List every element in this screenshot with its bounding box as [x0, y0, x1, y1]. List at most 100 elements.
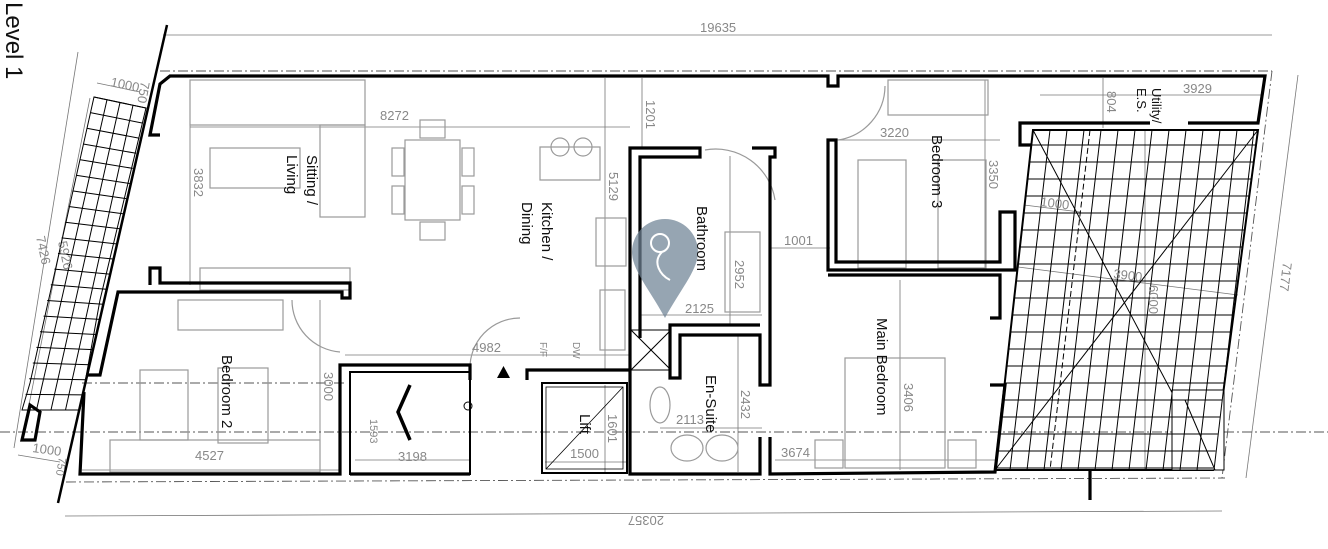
coffee-table: [209, 147, 301, 189]
chair: [461, 185, 475, 215]
dim-ensuite-height: 2432: [738, 390, 753, 419]
dim-terrace-length-outer: 7426: [33, 235, 54, 266]
hob: [595, 217, 627, 267]
level-title: Level 1: [0, 2, 27, 79]
lift-shaft: [541, 382, 628, 474]
dim-bedroom3-width: 3220: [880, 125, 909, 140]
chair: [419, 221, 446, 241]
bathtub: [724, 231, 761, 313]
tile-line: [36, 99, 108, 411]
dim-stair-height: 1593: [367, 419, 379, 443]
chair: [391, 185, 405, 215]
dim-utility-height: 804: [1104, 91, 1119, 113]
tile-line: [1026, 129, 1068, 471]
room-label-kitchen: Kitchen /: [538, 202, 555, 261]
dim-right-length: 7177: [1276, 262, 1294, 293]
chair: [391, 147, 405, 177]
sofa-chaise: [319, 124, 366, 218]
dim-bedroom3-height: 3350: [986, 160, 1001, 189]
dim-bathroom-height: 2952: [732, 260, 747, 289]
room-label-dining: Dining: [518, 202, 535, 245]
sofa: [189, 79, 366, 126]
room-labels: Sitting / Living Kitchen / Dining Bathro…: [218, 88, 1164, 435]
wardrobe-2: [109, 439, 321, 473]
tile-line: [1128, 129, 1170, 471]
basin: [670, 434, 704, 462]
dim-stair-width: 3198: [398, 449, 427, 464]
chair: [419, 119, 446, 139]
dim-hall-width: 4982: [472, 340, 501, 355]
tile-line: [1060, 129, 1102, 471]
main-bed: [844, 357, 946, 469]
dim-living-length: 8272: [380, 108, 409, 123]
dim-terrace-width-bottom: 1000: [32, 440, 63, 459]
bedside-table: [947, 439, 977, 469]
dim-terrace-width-top: 1000: [109, 74, 140, 95]
location-pin-icon: [632, 219, 698, 318]
tv-unit: [199, 267, 351, 291]
tile-line: [65, 105, 134, 411]
service-shaft: [630, 329, 672, 371]
dimension-labels: 19635 20357 1000 750 7426 5926 8272 3832…: [32, 20, 1295, 528]
bed-3a: [857, 159, 907, 269]
dim-corridor-width: 1001: [784, 233, 813, 248]
fridge-freezer-label: F/F: [537, 342, 548, 357]
kitchen-island: [539, 146, 601, 181]
furniture: [109, 79, 989, 473]
tile-line: [1111, 129, 1153, 471]
bedside-table: [814, 439, 844, 469]
chair: [461, 147, 475, 177]
room-label-bedroom-2: Bedroom 2: [218, 355, 235, 428]
door-swing: [469, 317, 521, 371]
dim-terrace-depth-bottom: 750: [53, 456, 68, 476]
boundary-lines: [0, 24, 1328, 504]
dim-lift-width: 1500: [570, 446, 599, 461]
bed-2a: [139, 369, 189, 441]
door-swing: [291, 299, 341, 353]
dishwasher-label: DW: [570, 342, 581, 359]
room-label-en-suite: En-Suite: [702, 375, 719, 433]
dim-kitchen-height: 5129: [606, 172, 621, 201]
dim-overall-top: 19635: [700, 20, 736, 35]
room-label-sitting: Sitting /: [303, 155, 320, 206]
room-label-living: Living: [283, 155, 300, 194]
tile-line: [1162, 129, 1204, 471]
walls: [19, 74, 1267, 500]
toilet: [649, 386, 671, 424]
room-label-bathroom: Bathroom: [693, 206, 710, 271]
tile-line: [1043, 129, 1085, 471]
dim-roof-width: 3900: [1113, 266, 1144, 284]
dim-terrace-length-inner: 5926: [55, 240, 76, 271]
dim-bathroom-width: 2125: [685, 301, 714, 316]
dim-main-width: 3674: [781, 445, 810, 460]
right-terrace-tiles: [993, 129, 1260, 471]
room-label-main-bedroom: Main Bedroom: [873, 318, 890, 416]
bar-stool: [550, 137, 570, 157]
bar-stool: [573, 137, 593, 157]
up-arrow-icon: [497, 366, 510, 378]
bed-3b: [937, 159, 987, 269]
desk: [177, 299, 284, 331]
room-label-bedroom-3: Bedroom 3: [928, 135, 945, 208]
dim-roof-height: 6000: [1146, 285, 1161, 314]
tile-line: [1196, 129, 1238, 471]
tile-line: [1094, 129, 1136, 471]
dim-main-height: 3406: [901, 383, 916, 412]
room-label-es: E.S.: [1134, 88, 1149, 113]
tile-line: [1009, 129, 1051, 471]
dim-bedroom2-height: 3000: [321, 372, 336, 401]
dim-terrace-depth-top: 750: [134, 80, 153, 104]
tile-line: [1179, 129, 1221, 471]
dim-utility-width: 3929: [1183, 81, 1212, 96]
dim-bedroom2-width: 4527: [195, 448, 224, 463]
basin: [705, 434, 739, 462]
wardrobe-3: [887, 79, 989, 116]
tile-line: [1077, 129, 1119, 471]
tile-line: [1145, 129, 1187, 471]
dim-ensuite-width: 2113: [676, 412, 704, 427]
tile-line: [1213, 129, 1255, 471]
bed-2b: [217, 367, 269, 444]
dim-overall-bottom: 20357: [628, 513, 664, 528]
dim-roof-1000: 1000: [1040, 194, 1071, 212]
